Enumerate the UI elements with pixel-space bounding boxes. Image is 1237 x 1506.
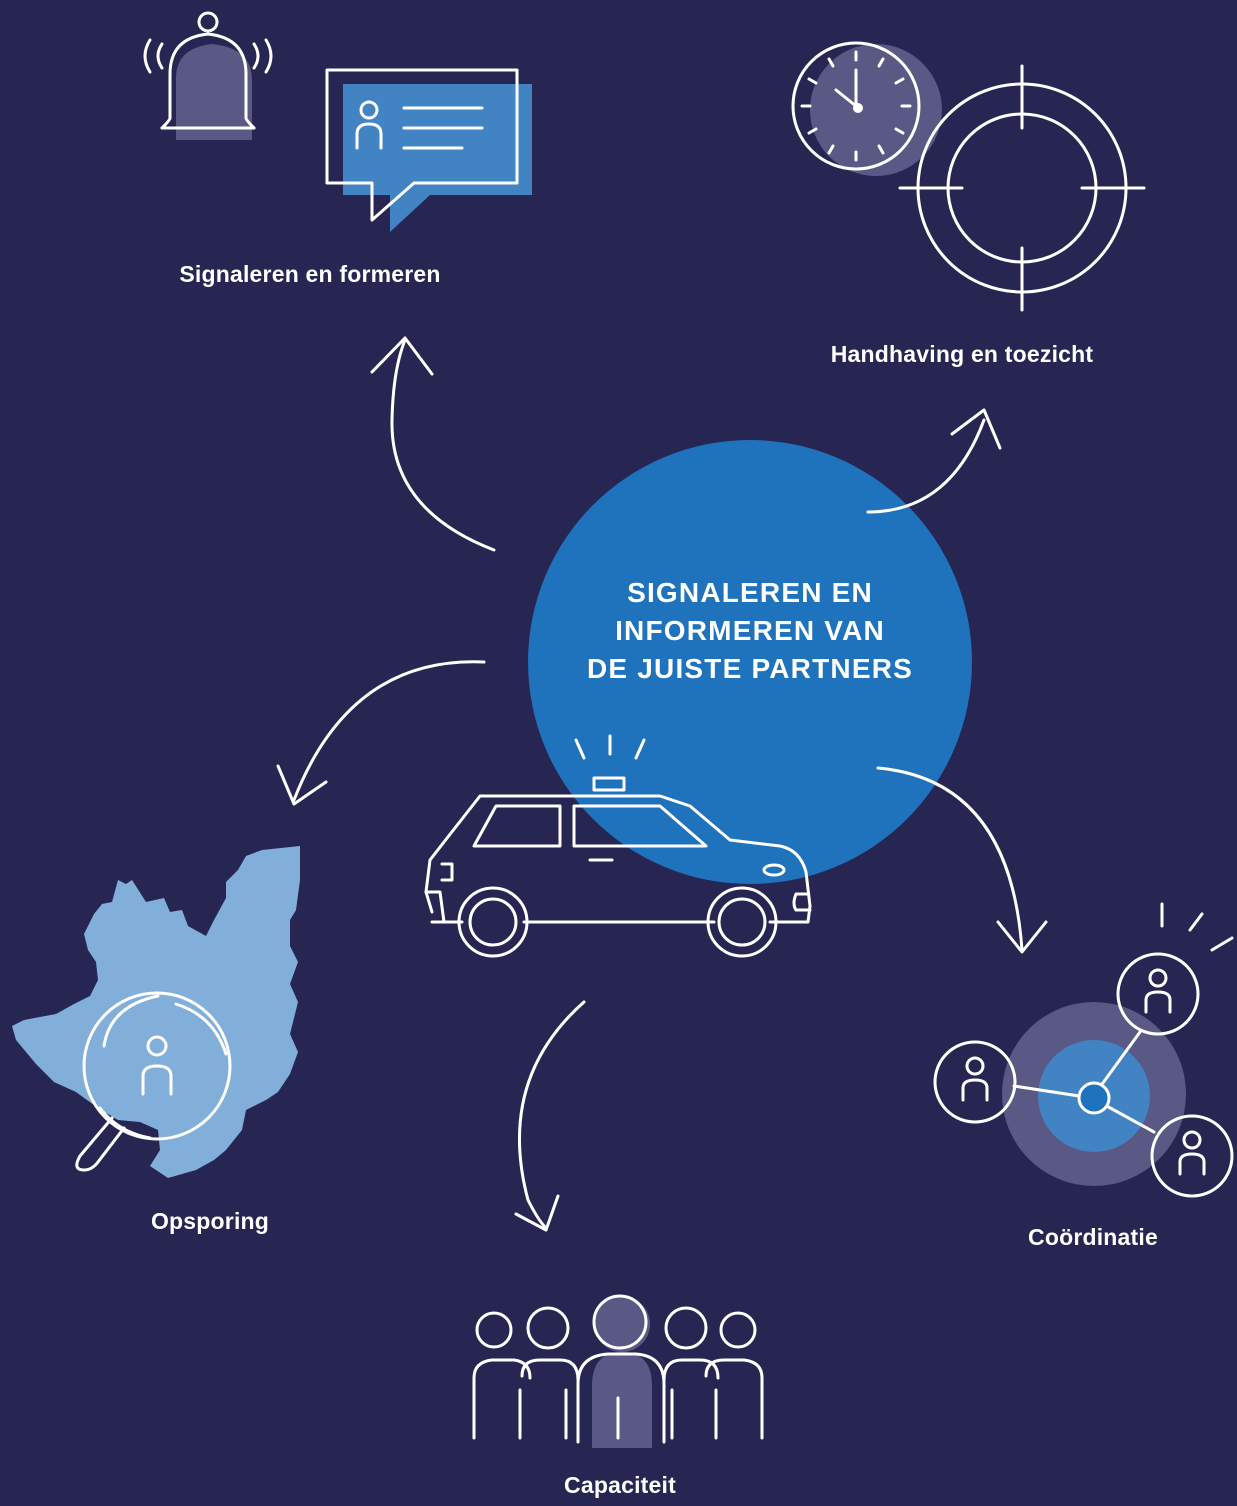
people-group-icon bbox=[472, 1294, 764, 1448]
bell-icon bbox=[143, 11, 273, 140]
center-title-line-1: SIGNALEREN EN bbox=[627, 577, 873, 608]
crosshair-icon bbox=[898, 64, 1146, 312]
arrow-to-signaleren bbox=[370, 336, 496, 552]
center-title-line-3: DE JUISTE PARTNERS bbox=[586, 653, 914, 684]
chat-message-icon bbox=[325, 68, 532, 232]
arrow-to-capaciteit bbox=[514, 1000, 586, 1232]
label-capaciteit: Capaciteit bbox=[564, 1472, 676, 1498]
arrow-to-handhaving bbox=[866, 408, 1002, 514]
magnifier-person-icon bbox=[75, 991, 232, 1172]
label-signaleren: Signaleren en formeren bbox=[179, 261, 441, 287]
map-icon bbox=[12, 846, 300, 1178]
center-circle bbox=[528, 440, 972, 884]
label-handhaving: Handhaving en toezicht bbox=[830, 341, 1094, 367]
clock-icon bbox=[791, 41, 942, 176]
police-car-icon bbox=[424, 734, 812, 958]
label-opsporing: Opsporing bbox=[150, 1208, 270, 1234]
label-coordinatie: Coördinatie bbox=[1028, 1224, 1158, 1250]
center-title-line-2: INFORMEREN VAN bbox=[615, 615, 885, 646]
center-title: SIGNALEREN EN INFORMEREN VAN DE JUISTE P… bbox=[540, 574, 960, 688]
arrow-to-opsporing bbox=[276, 660, 486, 806]
network-people-icon bbox=[933, 902, 1234, 1198]
arrow-to-coordinatie bbox=[876, 766, 1048, 954]
